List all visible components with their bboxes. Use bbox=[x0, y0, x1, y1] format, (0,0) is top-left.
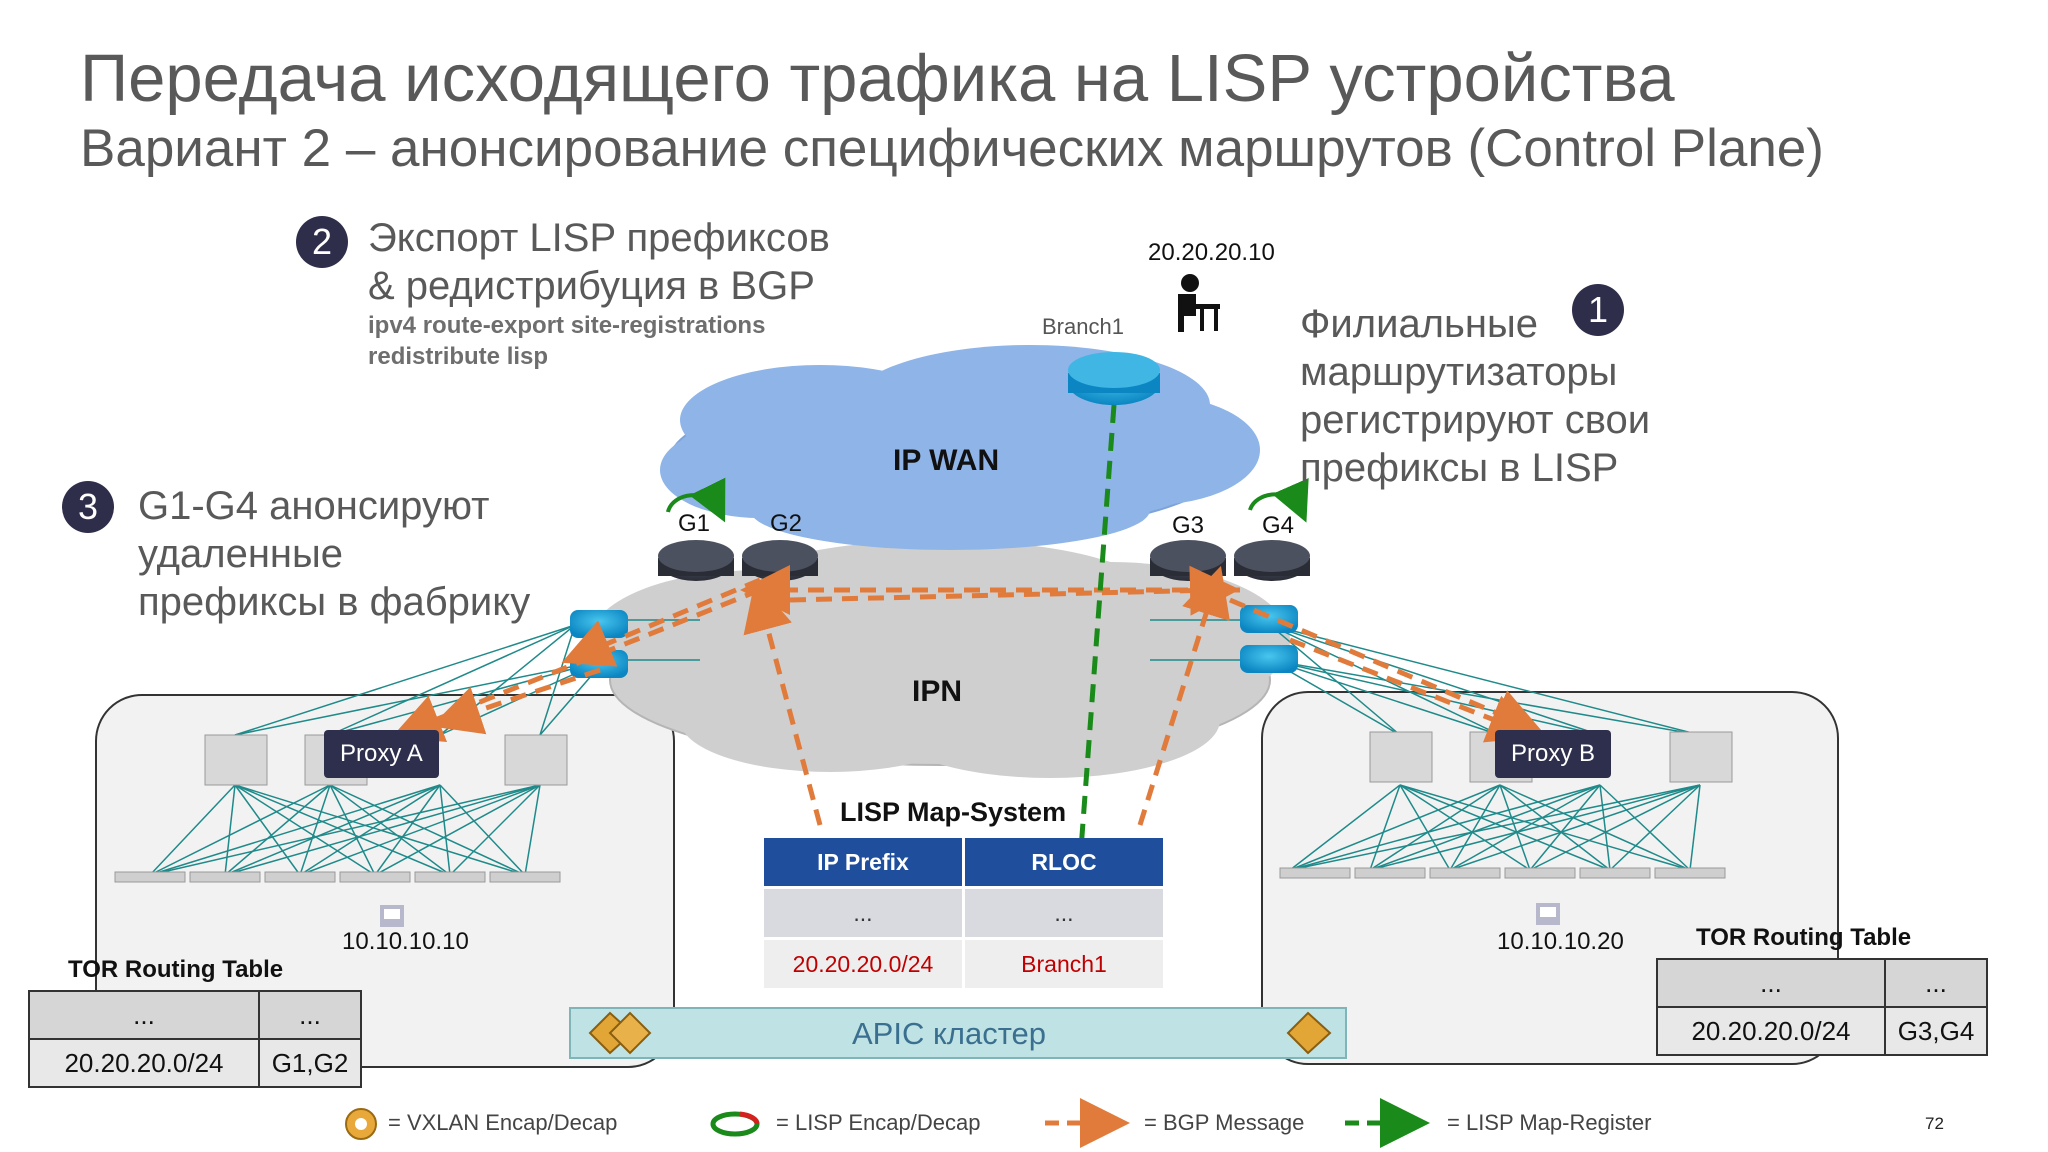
page-number: 72 bbox=[1925, 1114, 1944, 1133]
tor-right-cell: 20.20.20.0/24 bbox=[1656, 1006, 1886, 1056]
ipn-switch-right-2 bbox=[1240, 645, 1298, 673]
vxlan-gear-icon bbox=[345, 1108, 377, 1140]
vm-right-icon bbox=[1536, 903, 1560, 925]
legend-lisp: = LISP Encap/Decap bbox=[776, 1110, 981, 1135]
step-1-line3: регистрируют свои bbox=[1300, 398, 1651, 442]
table-row: ... ... bbox=[1656, 958, 1988, 1008]
host-ip-label: 20.20.20.10 bbox=[1148, 239, 1275, 266]
tor-right-cell: ... bbox=[1884, 958, 1988, 1008]
apic-cluster-label: APIC кластер bbox=[852, 1016, 1047, 1051]
step-2-cmd2: redistribute lisp bbox=[368, 343, 549, 370]
tor-left-title: TOR Routing Table bbox=[68, 956, 284, 983]
step-1-line2: маршрутизаторы bbox=[1300, 350, 1618, 394]
right-fabric-links bbox=[1150, 619, 1701, 871]
router-g1-icon bbox=[658, 540, 734, 581]
table-row: ... ... bbox=[764, 886, 1163, 939]
gateway-g4-label: G4 bbox=[1262, 512, 1295, 539]
tor-left-cell: ... bbox=[258, 990, 362, 1040]
left-leaf-switches bbox=[114, 871, 561, 883]
table-row: 20.20.20.0/24 G1,G2 bbox=[28, 1038, 362, 1088]
wan-cloud-label: IP WAN bbox=[893, 444, 1000, 477]
map-system-cell: ... bbox=[764, 886, 964, 939]
tor-right-cell: ... bbox=[1656, 958, 1886, 1008]
legend-vxlan: = VXLAN Encap/Decap bbox=[388, 1110, 618, 1135]
map-system-header-row: IP Prefix RLOC bbox=[764, 838, 1163, 888]
tor-left-cell: ... bbox=[28, 990, 260, 1040]
proxy-a-box: Proxy A bbox=[324, 730, 439, 778]
apic-left-icon bbox=[588, 1011, 652, 1055]
table-row: ... ... bbox=[28, 990, 362, 1040]
proxy-b-box: Proxy B bbox=[1495, 730, 1612, 778]
apic-right-icon bbox=[1286, 1011, 1332, 1055]
ipn-switch-right-1 bbox=[1240, 605, 1298, 633]
step-2-line1: Экспорт LISP префиксов bbox=[368, 216, 830, 260]
ipn-cloud-label: IPN bbox=[912, 675, 963, 708]
router-g4-icon bbox=[1234, 540, 1310, 581]
legend-bgp: = BGP Message bbox=[1144, 1110, 1305, 1135]
tor-left-table: ... ... 20.20.20.0/24 G1,G2 bbox=[28, 990, 362, 1088]
step-1-line1: Филиальные bbox=[1300, 302, 1538, 346]
gateway-g3-label: G3 bbox=[1172, 512, 1205, 539]
page-subtitle: Вариант 2 – анонсирование специфических … bbox=[80, 119, 1824, 178]
gateway-g2-label: G2 bbox=[770, 510, 803, 537]
map-system-header-rloc: RLOC bbox=[962, 838, 1163, 888]
router-g2-icon bbox=[742, 540, 818, 581]
tor-left-cell: G1,G2 bbox=[258, 1038, 362, 1088]
step-3-line1: G1-G4 анонсируют bbox=[138, 484, 490, 528]
map-system-cell: ... bbox=[962, 886, 1163, 939]
map-system-cell: 20.20.20.0/24 bbox=[764, 937, 964, 988]
table-row: 20.20.20.0/24 G3,G4 bbox=[1656, 1006, 1988, 1056]
ipn-switch-left-1 bbox=[570, 610, 628, 638]
map-system-header-prefix: IP Prefix bbox=[764, 838, 964, 888]
map-register-arrow bbox=[1052, 404, 1117, 950]
vm-right-ip: 10.10.10.20 bbox=[1497, 928, 1624, 955]
tor-left-cell: 20.20.20.0/24 bbox=[28, 1038, 260, 1088]
tor-right-cell: G3,G4 bbox=[1884, 1006, 1988, 1056]
router-g3-icon bbox=[1150, 540, 1226, 581]
step-3-badge: 3 bbox=[62, 481, 114, 533]
gateway-g1-label: G1 bbox=[678, 510, 711, 537]
right-leaf-switches bbox=[1279, 867, 1726, 879]
step-2-cmd1: ipv4 route-export site-registrations bbox=[368, 312, 766, 339]
step-3-line3: префиксы в фабрику bbox=[138, 580, 531, 624]
step-1-line4: префиксы в LISP bbox=[1300, 446, 1619, 490]
page-title: Передача исходящего трафика на LISP устр… bbox=[80, 41, 1675, 116]
step-3-line2: удаленные bbox=[138, 532, 344, 576]
lisp-encap-icon-g4 bbox=[1248, 477, 1309, 523]
table-row: 20.20.20.0/24 Branch1 bbox=[764, 937, 1163, 988]
tor-right-title: TOR Routing Table bbox=[1696, 924, 1912, 951]
step-2-line2: & редистрибуция в BGP bbox=[368, 264, 815, 308]
apic-cluster-bar bbox=[569, 1007, 1347, 1059]
map-system-title: LISP Map-System bbox=[840, 797, 1067, 827]
tor-right-table: ... ... 20.20.20.0/24 G3,G4 bbox=[1656, 958, 1988, 1056]
vm-left-ip: 10.10.10.10 bbox=[342, 928, 469, 955]
vm-left-icon bbox=[380, 905, 404, 927]
lisp-encap-legend-icon bbox=[710, 1111, 760, 1137]
map-system-cell: Branch1 bbox=[962, 937, 1163, 988]
branch-router-icon bbox=[1068, 352, 1160, 405]
bgp-message-arrows bbox=[391, 565, 1544, 826]
step-2-badge: 2 bbox=[296, 216, 348, 268]
step-1-badge: 1 bbox=[1572, 284, 1624, 336]
branch-label: Branch1 bbox=[1042, 314, 1124, 339]
lisp-encap-icon-g1 bbox=[666, 477, 726, 523]
legend-map-register: = LISP Map-Register bbox=[1447, 1110, 1652, 1135]
user-at-desk-icon bbox=[1178, 274, 1220, 332]
map-system-table: IP Prefix RLOC ... ... 20.20.20.0/24 Bra… bbox=[764, 838, 1163, 988]
